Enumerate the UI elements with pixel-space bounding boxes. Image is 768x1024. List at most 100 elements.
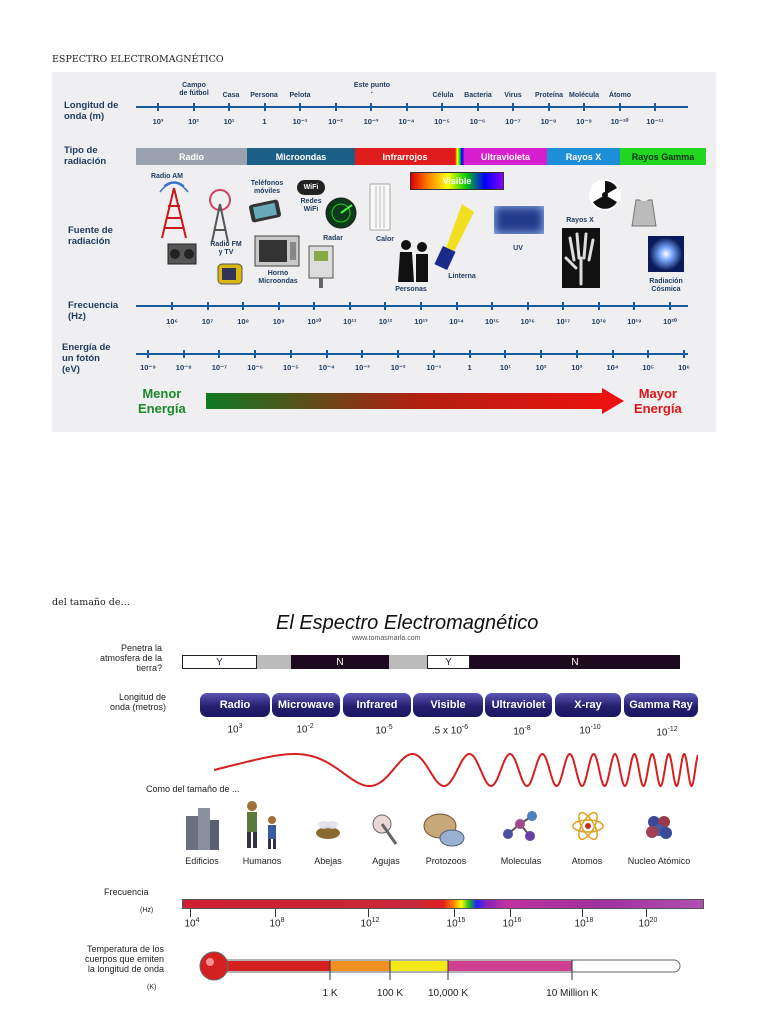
- band-pill-microwave: Microwave: [272, 693, 340, 717]
- source-horno-label: Horno Microondas: [258, 270, 298, 285]
- wavelength-object-label: Casa: [222, 92, 240, 99]
- frequency-value: 1018: [574, 917, 594, 930]
- source-linterna-label: Linterna: [448, 273, 476, 280]
- wavelength-object-label: Bacteria: [464, 92, 492, 99]
- wavelength-tick-label: 10⁻⁴: [398, 117, 415, 126]
- band-pill-ultraviolet: Ultraviolet: [485, 693, 552, 717]
- source-personas-label: Personas: [395, 286, 427, 293]
- band-rayos-gamma: Rayos Gamma: [620, 148, 706, 165]
- source-radio-am-label: Radio AM: [150, 173, 184, 180]
- size-label: Abejas: [314, 856, 342, 866]
- frequency-bar-tick: [454, 909, 455, 917]
- wavelength-value: 10-2: [296, 723, 314, 736]
- frequency-bar-tick: [368, 909, 369, 917]
- frequency-tick-label: 10⁹: [272, 317, 285, 326]
- wavelength-tick: [263, 103, 266, 111]
- wavelength-tick-label: 10⁻⁵: [434, 117, 450, 126]
- frequency-bar-tick: [190, 909, 191, 917]
- frequency-tick: [526, 302, 529, 310]
- menor-energia-label: Menor Energía: [138, 386, 186, 416]
- source-radio-fm-label: Radio FM y TV: [210, 241, 242, 256]
- radar-icon: [325, 197, 357, 229]
- source-telefonos-label: Teléfonos móviles: [250, 180, 284, 195]
- frequency-tick: [242, 302, 245, 310]
- nuclear-plant-icon: [631, 187, 657, 227]
- frequency-tick-label: 10¹⁵: [484, 317, 500, 326]
- band-pill-xray: X-ray: [555, 693, 621, 717]
- frequency-bar-tick: [646, 909, 647, 917]
- wavelength-axis: [136, 106, 688, 108]
- energy-tick: [611, 350, 614, 358]
- wavelength-tick-label: 10⁻⁶: [469, 117, 486, 126]
- wavelength-value: .5 x 10-6: [431, 724, 469, 737]
- spectrum-panel-spanish: [52, 72, 716, 432]
- wavelength-object-label: Campo de fútbol: [179, 82, 209, 97]
- wavelength-tick-label: 10¹: [223, 117, 235, 126]
- wavelength-value: 103: [227, 723, 243, 736]
- wavelength-object-label: Pelota: [289, 92, 311, 99]
- frequency-tick-label: 10¹²: [378, 317, 393, 326]
- flashlight-icon: [434, 204, 474, 270]
- energy-tick-label: 10⁻²: [390, 363, 406, 372]
- energy-tick: [218, 350, 221, 358]
- frequency-tick-label: 10²⁰: [663, 317, 677, 326]
- size-label: Nucleo Atómico: [627, 856, 691, 866]
- wavelength-tick-label: 10⁻⁷: [505, 117, 521, 126]
- frequency-tick-label: 10⁶: [166, 317, 178, 326]
- mayor-energia-label: Mayor Energía: [634, 386, 682, 416]
- wavelength-object-label: Virus: [504, 92, 522, 99]
- wavelength-tick: [547, 103, 550, 111]
- energy-tick: [397, 350, 400, 358]
- energy-tick: [468, 350, 471, 358]
- frequency-tick: [633, 302, 636, 310]
- wavelength-tick-label: 10⁻¹¹: [646, 117, 664, 126]
- wavelength-object-label: Proteína: [534, 92, 564, 99]
- frequency-tick-label: 10¹⁶: [520, 317, 535, 326]
- energy-tick-label: 10⁴: [606, 363, 619, 372]
- frequency-tick-label: 10¹⁹: [627, 317, 642, 326]
- temperature-label: Temperatura de los cuerpos que emiten la…: [84, 944, 164, 974]
- energy-tick: [504, 350, 507, 358]
- wavelength-value: 10-12: [656, 726, 678, 739]
- radio-fm-tower-icon: [209, 189, 243, 285]
- source-wifi-label: Redes WiFi: [300, 198, 322, 213]
- frequency-tick-label: 10⁷: [201, 317, 214, 326]
- wavelength-value: 10-5: [375, 724, 393, 737]
- frequency-tick: [171, 302, 173, 310]
- size-comparison-label: Como del tamaño de ...: [146, 784, 240, 794]
- wavelength-tick-label: 10⁻²: [328, 117, 343, 126]
- energy-tick-label: 10⁻¹: [426, 363, 442, 372]
- source-radar-label: Radar: [323, 235, 343, 242]
- band-visible-strip: [455, 148, 464, 165]
- frequency-tick-label: 10¹⁸: [591, 317, 607, 326]
- radio-am-tower-icon: [159, 181, 197, 265]
- band-infrarrojos: Infrarrojos: [355, 148, 455, 165]
- energy-tick-label: 10⁻⁵: [283, 363, 299, 372]
- row-label-fuente: Fuente de radiación: [68, 225, 113, 247]
- wavelength-tick-label: 10⁻¹⁰: [610, 117, 629, 126]
- wavelength-object-label: Célula: [432, 92, 454, 99]
- atmosphere-partial-1: [257, 655, 291, 669]
- size-label: Protozoos: [425, 856, 467, 866]
- penetra-label: Penetra la atmosfera de la tierra?: [99, 643, 162, 673]
- wavelength-tick: [334, 103, 337, 111]
- energy-tick: [254, 350, 257, 358]
- bee-icon: [316, 821, 340, 839]
- wavelength-tick-label: 1: [262, 117, 267, 126]
- band-pill-infrared: Infrared: [343, 693, 411, 717]
- frequency-tick-label: 10¹³: [414, 317, 428, 326]
- size-label: Edificios: [185, 856, 219, 866]
- energy-tick: [575, 350, 578, 358]
- frequency-tick: [384, 302, 387, 310]
- people-silhouette-icon: [398, 240, 428, 282]
- frequency-tick: [420, 302, 422, 310]
- band-pill-radio: Radio: [200, 693, 270, 717]
- energy-tick: [683, 350, 685, 358]
- frequency-bar: [182, 899, 704, 909]
- radiation-symbol-icon: [589, 179, 621, 211]
- heater-icon: [369, 183, 391, 231]
- frequency-tick-label: 10¹⁷: [556, 317, 571, 326]
- band-radio: Radio: [136, 148, 247, 165]
- energy-tick-label: 10⁻⁹: [140, 363, 156, 372]
- wavelength-tick: [157, 103, 159, 111]
